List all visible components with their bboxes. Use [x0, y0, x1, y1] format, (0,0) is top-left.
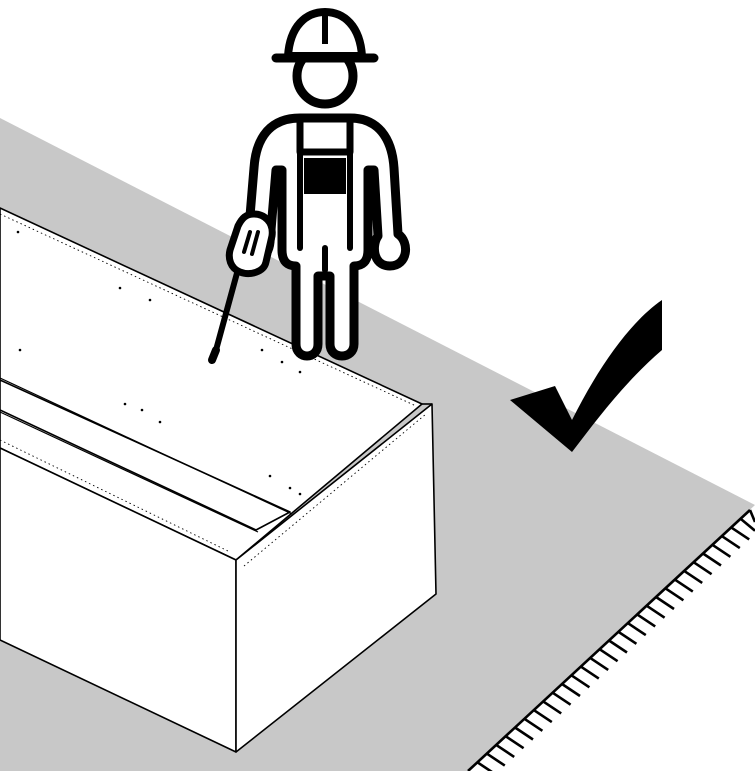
screw-hole: [16, 230, 20, 234]
hatch-tick: [561, 682, 581, 698]
cabinet-icon: [0, 207, 437, 753]
hatch-tick: [589, 656, 609, 671]
screw-hole: [118, 286, 122, 290]
screw-hole: [148, 298, 152, 302]
hatch-tick: [627, 622, 647, 637]
hatch-tick: [598, 648, 619, 663]
worker-pocket: [304, 158, 346, 194]
hatch-tick: [655, 595, 675, 611]
checkmark-icon: [510, 300, 662, 452]
hatch-tick: [533, 709, 553, 724]
floor-hatch-icon: [467, 509, 755, 771]
hatch-tick: [702, 552, 722, 567]
hatch-tick: [617, 630, 638, 645]
hatch-tick: [711, 543, 732, 558]
screw-hole: [298, 492, 302, 496]
hatch-tick: [645, 604, 666, 619]
screw-holes: [16, 230, 302, 496]
hard-hat-icon: [271, 8, 379, 63]
screw-hole: [288, 486, 292, 490]
screw-hole: [18, 348, 22, 352]
hatch-tick: [570, 674, 591, 689]
hatch-tick: [721, 535, 741, 550]
hatch-tick: [636, 613, 656, 628]
hatch-tick: [486, 752, 506, 767]
screw-hole: [268, 474, 272, 478]
hatch-tick: [664, 587, 685, 602]
hatch-tick: [692, 561, 713, 576]
hatch-tick: [739, 517, 755, 532]
hatch-tick: [748, 509, 755, 523]
screw-hole: [298, 370, 302, 374]
screw-hole: [140, 408, 144, 412]
hatch-tick: [580, 665, 600, 680]
hatch-tick: [514, 726, 534, 741]
screw-hole: [158, 420, 162, 424]
hatch-tick: [476, 761, 493, 771]
hatch-tick: [504, 735, 525, 750]
screw-hole: [280, 360, 284, 364]
hatch-tick: [523, 717, 544, 732]
worker-bib: [296, 116, 354, 156]
hatch-tick: [683, 569, 703, 584]
screw-hole: [260, 348, 264, 352]
hatch-tick: [542, 700, 562, 715]
hatch-tick: [608, 639, 628, 654]
hatch-tick: [551, 691, 572, 706]
hatch-tick: [495, 743, 515, 758]
screwdriver-icon: [208, 210, 276, 364]
hatch-tick: [730, 526, 750, 541]
hatch-tick: [674, 578, 694, 593]
cabinet-end-panel: [235, 403, 437, 753]
screw-hole: [123, 402, 127, 406]
